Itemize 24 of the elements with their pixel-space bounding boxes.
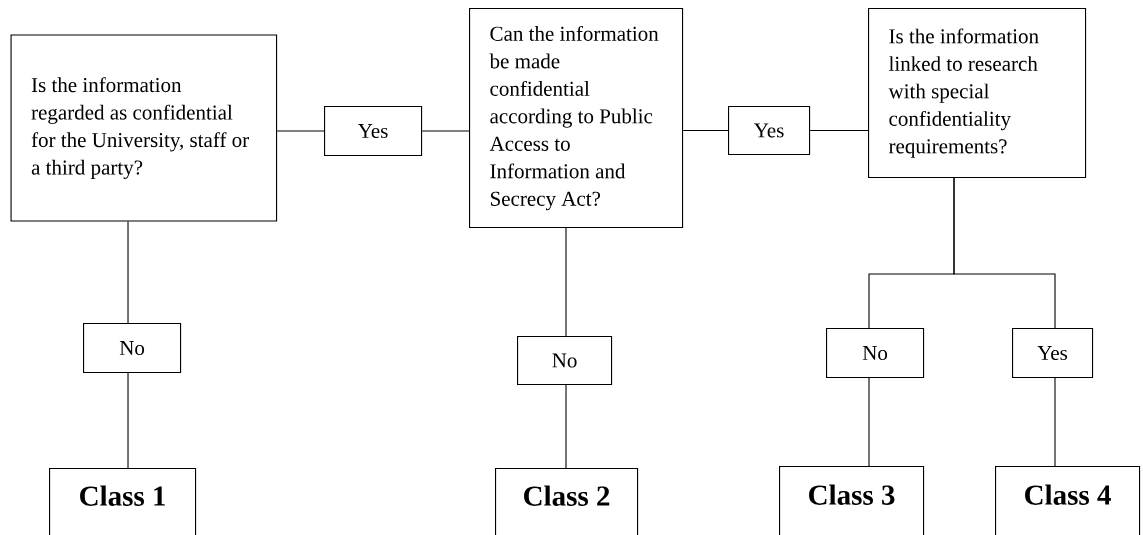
connector-line xyxy=(682,130,729,132)
question-box: Is the information linked to research with special confidentiality requirements? xyxy=(868,8,1087,179)
question-box: Can the information be made confidential according to Public Access to Information and Secrecy Act? xyxy=(469,8,684,229)
connector-line xyxy=(276,130,325,132)
answer-box: No xyxy=(83,323,182,374)
class-box: Class 4 xyxy=(995,466,1141,535)
answer-box: No xyxy=(826,328,925,379)
answer-box: No xyxy=(517,336,613,386)
connector-line xyxy=(565,227,567,337)
connector-line xyxy=(868,377,870,467)
connector-line xyxy=(127,372,129,469)
connector-line xyxy=(953,177,1056,329)
class-box: Class 3 xyxy=(779,466,925,535)
class-box: Class 2 xyxy=(495,468,639,535)
answer-box: Yes xyxy=(1012,328,1094,379)
question-box: Is the information regarded as confidential for the University, staff or a third party? xyxy=(10,34,278,222)
connector-line xyxy=(127,221,129,324)
answer-box: Yes xyxy=(324,106,423,157)
answer-box: Yes xyxy=(728,106,811,156)
connector-line xyxy=(565,384,567,469)
connector-line xyxy=(421,130,470,132)
class-box: Class 1 xyxy=(49,468,197,535)
connector-line xyxy=(809,130,869,132)
connector-line xyxy=(1054,377,1056,467)
